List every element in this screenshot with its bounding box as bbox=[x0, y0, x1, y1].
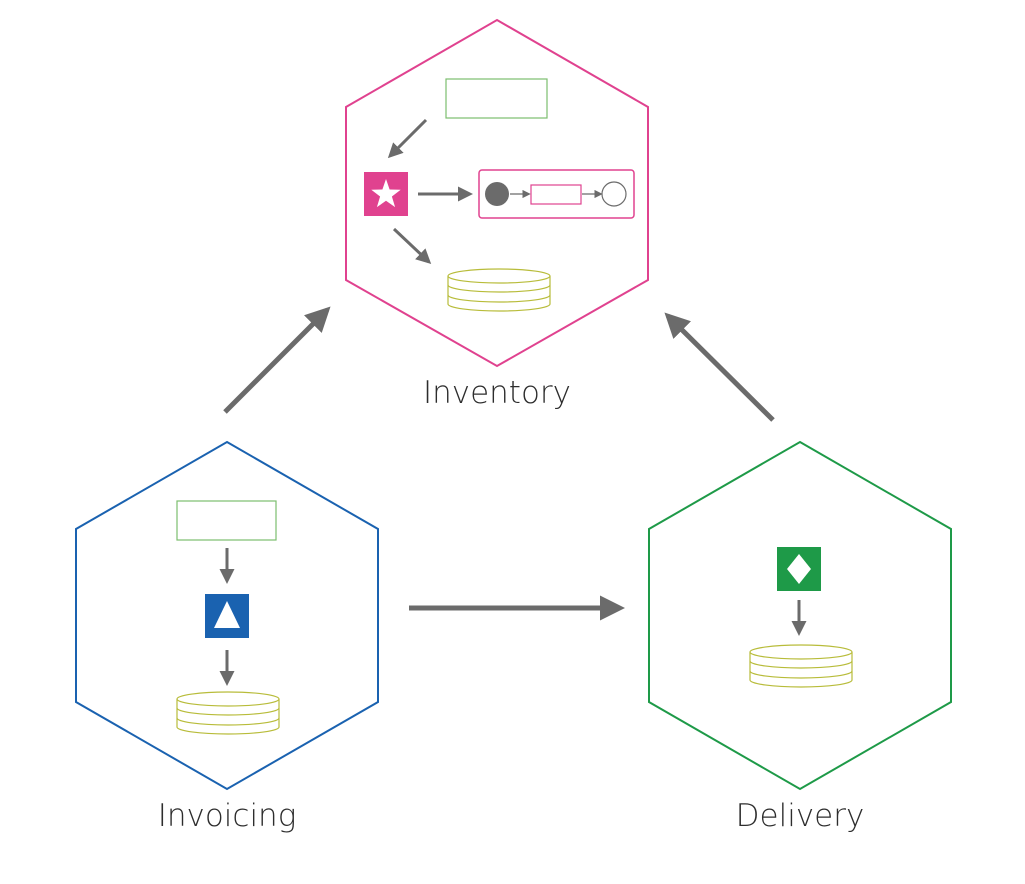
inventory-ui-box bbox=[445, 78, 548, 119]
delivery-component[interactable] bbox=[777, 547, 821, 591]
delivery-to-inventory-arrow bbox=[664, 312, 775, 422]
invoicing-label: Invoicing bbox=[158, 798, 297, 834]
invoicing-to-inventory-arrow bbox=[223, 306, 331, 414]
invoicing-hexagon bbox=[75, 440, 379, 791]
triangle-icon bbox=[214, 601, 240, 628]
delivery-hexagon bbox=[648, 440, 952, 791]
process-container bbox=[478, 169, 635, 219]
inventory-component-to-db-arrow bbox=[392, 227, 432, 265]
invoicing-component[interactable] bbox=[205, 594, 249, 638]
database-icon bbox=[447, 268, 551, 312]
delivery-label: Delivery bbox=[736, 798, 865, 834]
star-icon bbox=[371, 179, 401, 208]
database-icon bbox=[749, 644, 853, 688]
inventory-ui-to-component-arrow bbox=[387, 118, 428, 159]
inventory-hexagon bbox=[345, 18, 649, 368]
process-start-node bbox=[485, 182, 509, 206]
inventory-label: Inventory bbox=[423, 375, 571, 411]
process-task-node bbox=[530, 184, 582, 205]
inventory-component[interactable] bbox=[364, 172, 408, 216]
process-end-node bbox=[601, 181, 627, 207]
delivery-service: Delivery bbox=[648, 440, 952, 834]
invoicing-service: Invoicing bbox=[75, 440, 379, 834]
invoicing-ui-box bbox=[176, 500, 277, 541]
inventory-service: Inventory bbox=[345, 18, 649, 411]
database-icon bbox=[176, 691, 280, 735]
diamond-icon bbox=[787, 554, 811, 584]
inventory-process-flow bbox=[478, 169, 635, 219]
